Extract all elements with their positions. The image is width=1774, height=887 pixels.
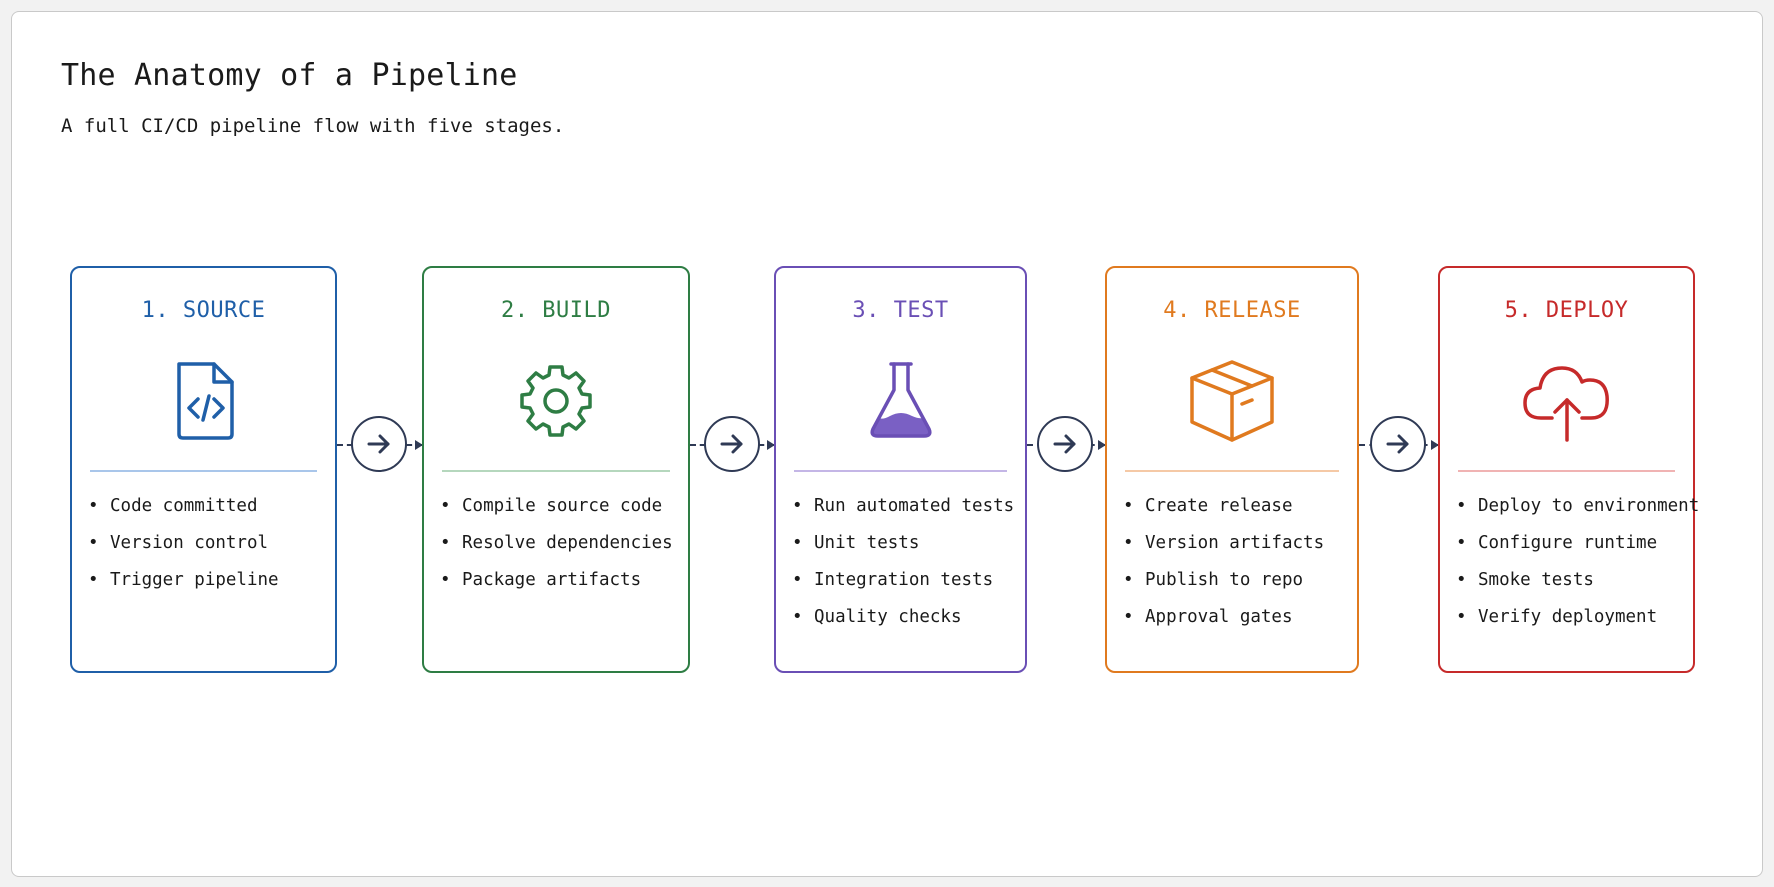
box-icon xyxy=(1184,356,1280,446)
stage-title: 1. SOURCE xyxy=(141,298,266,323)
stage-title: 2. BUILD xyxy=(501,298,611,323)
list-item: Resolve dependencies xyxy=(440,533,682,570)
stage-title: 5. DEPLOY xyxy=(1504,298,1629,323)
gear-icon xyxy=(508,356,604,446)
page-subtitle: A full CI/CD pipeline flow with five sta… xyxy=(61,115,565,137)
stage-title: 4. RELEASE xyxy=(1163,298,1301,323)
stage-task-list: Deploy to environment Configure runtime … xyxy=(1456,496,1699,644)
list-item: Integration tests xyxy=(792,570,1019,607)
stage-task-list: Create release Version artifacts Publish… xyxy=(1123,496,1351,644)
list-item: Trigger pipeline xyxy=(88,570,329,607)
stage-deploy: 5. DEPLOY Deploy to environment Configur… xyxy=(1438,266,1699,673)
stage-task-list: Code committed Version control Trigger p… xyxy=(88,496,329,607)
list-item: Run automated tests xyxy=(792,496,1019,533)
list-item: Deploy to environment xyxy=(1456,496,1699,533)
list-item: Package artifacts xyxy=(440,570,682,607)
list-item: Verify deployment xyxy=(1456,607,1687,644)
list-item: Publish to repo xyxy=(1123,570,1351,607)
page-title: The Anatomy of a Pipeline xyxy=(61,58,518,93)
arrow-right-icon xyxy=(1037,416,1093,472)
list-item: Create release xyxy=(1123,496,1351,533)
list-item: Unit tests xyxy=(792,533,1019,570)
list-item: Quality checks xyxy=(792,607,1019,644)
list-item: Smoke tests xyxy=(1456,570,1687,607)
list-item: Code committed xyxy=(88,496,329,533)
stage-build: 2. BUILD Compile source code Resolve dep… xyxy=(422,266,690,673)
arrow-right-icon xyxy=(704,416,760,472)
stage-release: 4. RELEASE Create release Version artifa… xyxy=(1105,266,1359,673)
list-item: Approval gates xyxy=(1123,607,1351,644)
list-item: Version control xyxy=(88,533,329,570)
stage-title: 3. TEST xyxy=(852,298,949,323)
arrow-right-icon xyxy=(1370,416,1426,472)
stage-divider xyxy=(90,470,317,472)
stage-divider xyxy=(1458,470,1675,472)
stage-test: 3. TEST Run automated tests Unit tests I… xyxy=(774,266,1027,673)
stage-task-list: Run automated tests Unit tests Integrati… xyxy=(792,496,1019,644)
list-item: Version artifacts xyxy=(1123,533,1351,570)
stage-divider xyxy=(442,470,670,472)
list-item: Compile source code xyxy=(440,496,682,533)
code-file-icon xyxy=(156,356,252,446)
list-item: Configure runtime xyxy=(1456,533,1687,570)
flask-icon xyxy=(853,356,949,446)
cloud-upload-icon xyxy=(1519,356,1615,446)
stage-divider xyxy=(794,470,1007,472)
arrow-right-icon xyxy=(351,416,407,472)
stage-divider xyxy=(1125,470,1339,472)
stage-source: 1. SOURCE Code committed Version control… xyxy=(70,266,337,673)
stage-task-list: Compile source code Resolve dependencies… xyxy=(440,496,682,607)
